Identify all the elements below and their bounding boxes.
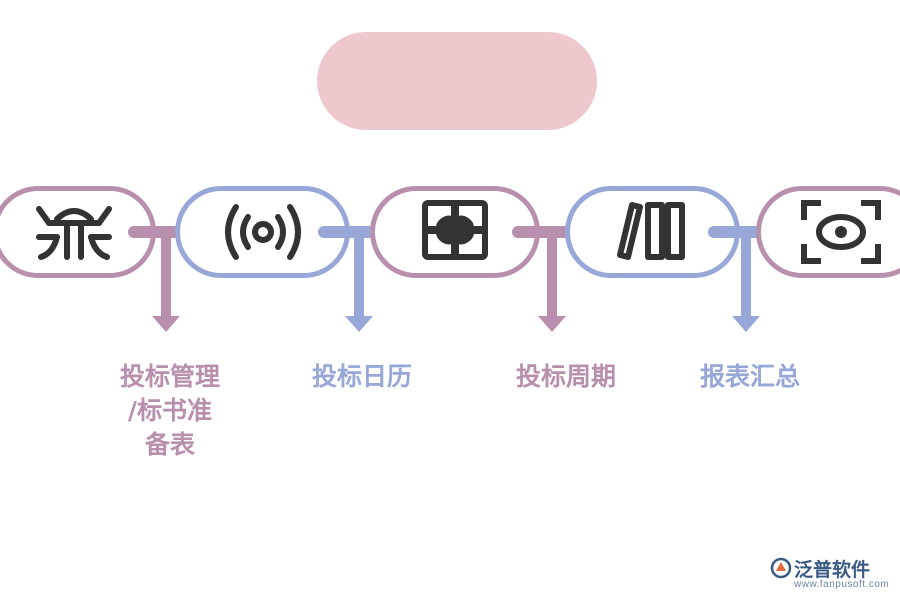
broadcast-icon [224,204,301,260]
arrow-stem-4 [741,232,751,316]
brand-url: www.fanpusoft.com [794,579,890,590]
arrow-head-3 [538,316,566,332]
step-node-5 [756,186,900,278]
arrow-stem-1 [161,232,171,316]
step-node-4 [565,186,740,278]
arrow-stem-2 [354,232,364,316]
arrow-head-1 [152,316,180,332]
step-label-4: 报表汇总 [699,362,800,391]
gift-box-icon [422,200,488,260]
arrow-head-4 [732,316,760,332]
arrow-stem-3 [547,232,557,316]
step-label-2: 投标日历 [311,362,412,391]
brand-watermark: 泛普软件 www.fanpusoft.com [770,555,895,595]
arrow-head-2 [345,316,373,332]
camera-focus-icon [801,200,881,264]
brand-name: 泛普软件 [794,559,871,581]
title-pill [317,32,597,130]
step-label-3: 投标周期 [515,362,616,391]
step-label-1: 投标管理 /标书准 备表 [119,362,220,459]
books-icon [616,202,685,260]
brand-logo-icon [770,557,792,579]
bug-icon [36,206,112,260]
